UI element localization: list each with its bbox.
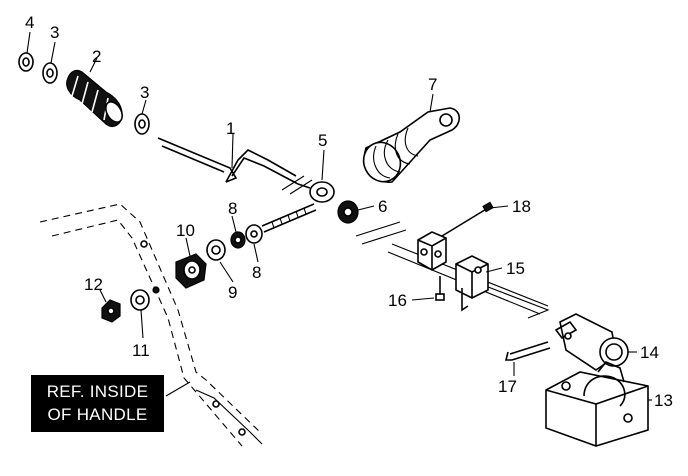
callout-4: 4 [25, 13, 34, 32]
callout-16: 16 [388, 291, 407, 310]
callout-17: 17 [498, 377, 517, 396]
part-18-bolt [441, 201, 494, 237]
part-8-nut-left [230, 231, 246, 249]
handle-outline [39, 203, 263, 447]
callout-14: 14 [640, 343, 659, 362]
callout-7: 7 [428, 75, 437, 94]
reference-label-box [31, 375, 164, 432]
callout-8-upper: 8 [228, 199, 237, 218]
part-16-bolt [435, 276, 445, 301]
part-3-washer-right [134, 113, 150, 135]
callout-12: 12 [84, 275, 103, 294]
cable-clamp-upper [417, 231, 447, 271]
callout-3-right: 3 [140, 83, 149, 102]
part-8-nut-right [245, 224, 263, 244]
part-17-cotter-pin [504, 341, 551, 361]
part-9-washer [206, 239, 226, 261]
reference-label: REF. INSIDE OF HANDLE [31, 380, 164, 426]
part-14-cable-end [554, 313, 629, 371]
callout-labels: 4 3 2 3 1 5 7 6 18 8 10 8 9 15 16 12 11 … [25, 13, 673, 410]
callout-15: 15 [506, 259, 525, 278]
callout-8-lower: 8 [252, 263, 261, 282]
part-3-washer-left [42, 62, 58, 84]
part-5-pivot-eye [297, 181, 335, 203]
callout-2: 2 [92, 47, 101, 66]
part-15-cable-clamp [455, 255, 489, 312]
callout-5: 5 [318, 131, 327, 150]
callout-13: 13 [654, 391, 673, 410]
reference-label-line-2: OF HANDLE [47, 405, 148, 424]
part-4-nut [18, 52, 34, 72]
part-6-nut [337, 200, 359, 224]
part-7-shift-boot [362, 107, 461, 183]
part-13-mounting-block [545, 361, 649, 447]
callout-9: 9 [228, 283, 237, 302]
part-11-washer [130, 289, 150, 311]
part-1-shift-rod [157, 137, 313, 195]
leader-lines [26, 31, 652, 401]
callout-10: 10 [176, 221, 195, 240]
callout-11: 11 [132, 341, 150, 360]
callout-3-left: 3 [50, 23, 59, 42]
callout-18: 18 [512, 197, 531, 216]
threaded-rod [261, 203, 317, 233]
callout-1: 1 [226, 119, 235, 138]
part-12-nut [101, 299, 121, 323]
part-10-pivot-block [175, 253, 207, 289]
reference-label-line-1: REF. INSIDE [46, 382, 149, 401]
callout-6: 6 [378, 197, 387, 216]
handle-bolt-hole [152, 286, 160, 294]
part-2-handle-grip [66, 69, 123, 127]
